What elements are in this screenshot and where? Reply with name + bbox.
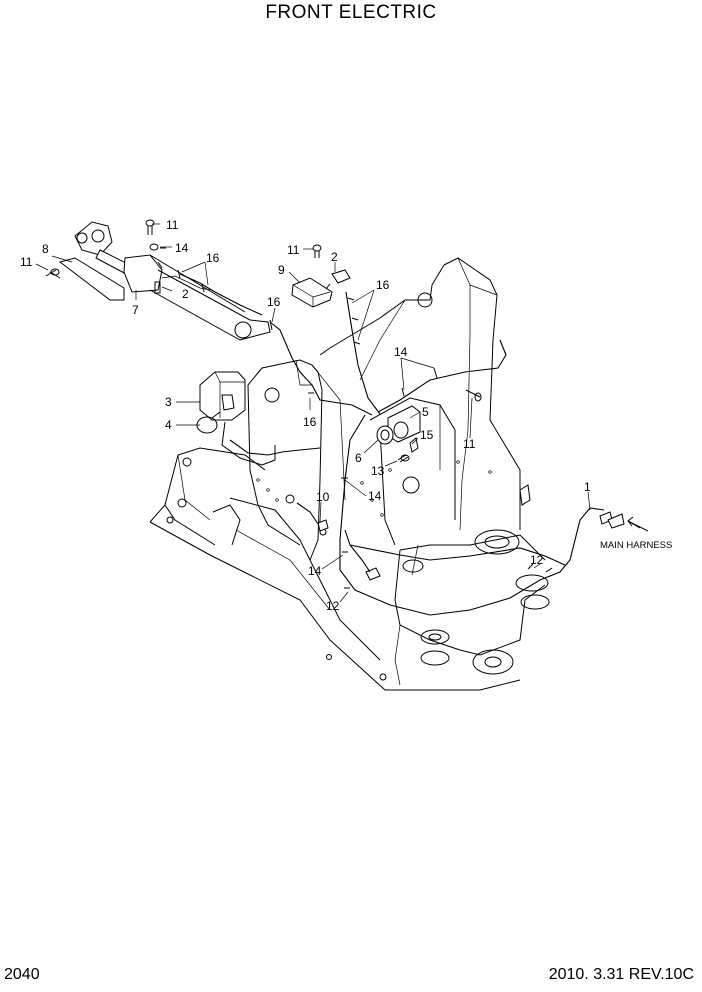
arrow-icon	[627, 516, 649, 532]
harness-connector-1	[599, 511, 625, 529]
callout-4: 4	[165, 418, 172, 432]
callout-16: 16	[376, 278, 390, 292]
callout-15: 15	[420, 428, 434, 442]
main-harness-text: MAIN HARNESS	[600, 540, 672, 551]
callout-14: 14	[394, 345, 408, 359]
horn-bracket	[221, 421, 276, 466]
callout-16: 16	[303, 415, 317, 429]
callout-2: 2	[331, 250, 338, 264]
callout-12: 12	[326, 599, 340, 613]
callout-11: 11	[463, 437, 476, 451]
callout-12: 12	[530, 553, 544, 567]
main-harness-label: MAIN HARNESS	[600, 516, 672, 551]
callout-3: 3	[165, 395, 172, 409]
callout-10: 10	[316, 490, 330, 504]
callout-11: 11	[166, 218, 179, 232]
frame-body	[149, 257, 550, 691]
boom-cylinder	[74, 221, 271, 341]
callout-2: 2	[182, 287, 189, 301]
callout-14: 14	[175, 241, 189, 255]
callout-6: 6	[355, 451, 362, 465]
callout-13: 13	[371, 464, 385, 478]
callout-7: 7	[132, 303, 139, 317]
page-number: 2040	[4, 966, 40, 983]
callout-14: 14	[368, 489, 382, 503]
part-callouts: 11 14 16 8 11 2 7 11 2 9 16 16 14 3 4 16…	[20, 218, 591, 613]
page-title: FRONT ELECTRIC	[265, 2, 437, 23]
control-unit-9	[291, 244, 351, 308]
bracket-plate	[58, 257, 125, 301]
leader-lines	[35, 223, 591, 603]
bolt-11-right	[465, 389, 482, 402]
callout-1: 1	[584, 480, 591, 494]
callout-16: 16	[267, 295, 281, 309]
bolt-set-top	[145, 219, 166, 294]
callout-8: 8	[42, 242, 49, 256]
callout-14: 14	[308, 564, 322, 578]
wiring-harness	[177, 269, 605, 616]
callout-11: 11	[287, 243, 300, 257]
revision-date: 2010. 3.31 REV.10C	[548, 966, 694, 983]
callout-11: 11	[20, 255, 33, 269]
callout-9: 9	[278, 263, 285, 277]
connector-10	[317, 519, 381, 581]
horn-3	[196, 371, 246, 434]
callout-16: 16	[206, 251, 220, 265]
work-lamp-5-6	[376, 405, 421, 463]
callout-5: 5	[422, 405, 429, 419]
